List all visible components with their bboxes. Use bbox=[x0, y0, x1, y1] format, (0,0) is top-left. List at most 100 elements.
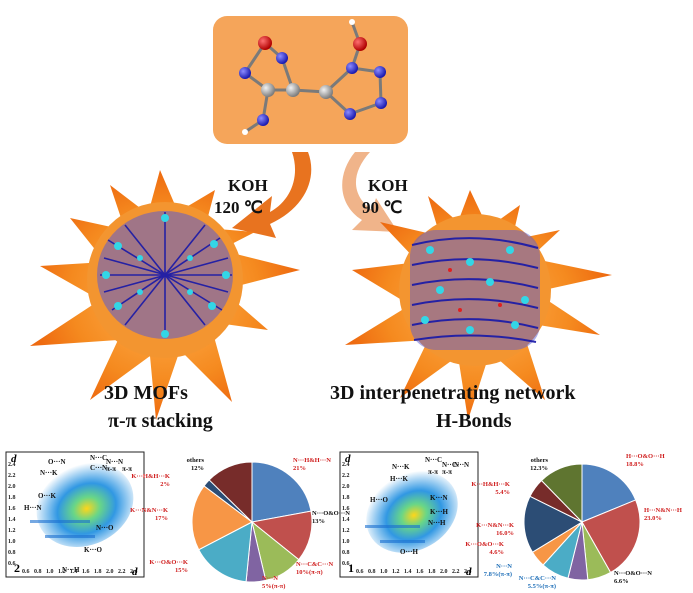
fingerprint-annotation: H···O bbox=[370, 496, 388, 504]
y-tick-label: 0.6 bbox=[8, 561, 16, 567]
x-tick-label: 0.8 bbox=[368, 569, 376, 575]
y-tick-label: 1.4 bbox=[342, 517, 350, 523]
left-fingerprint-y-axis-label: d bbox=[11, 453, 17, 465]
x-tick-label: 1.8 bbox=[428, 569, 436, 575]
pie-slice-value: 5.4% bbox=[495, 489, 510, 496]
x-tick-label: 1.2 bbox=[58, 569, 66, 575]
x-tick-label: 1.6 bbox=[416, 569, 424, 575]
x-tick-label: 1.0 bbox=[46, 569, 54, 575]
y-tick-label: 0.8 bbox=[342, 550, 350, 556]
x-tick-label: 2.0 bbox=[106, 569, 114, 575]
pie-slice-label: others bbox=[531, 457, 549, 464]
y-tick-label: 1.2 bbox=[8, 528, 16, 534]
y-tick-label: 1.8 bbox=[342, 495, 350, 501]
pie-slice bbox=[540, 463, 583, 524]
y-tick-label: 2.4 bbox=[342, 462, 350, 468]
y-tick-label: 0.8 bbox=[8, 550, 16, 556]
y-tick-label: 0.6 bbox=[342, 561, 350, 567]
pie-slice-label: N···H&H···N bbox=[293, 457, 331, 464]
mof-crystal bbox=[97, 211, 233, 339]
y-tick-label: 1.4 bbox=[8, 517, 16, 523]
right-pie-chart: H···O&O···H18.8%H···N&N···H23.0%N···O&O·… bbox=[465, 453, 682, 590]
pie-slice-value: 10%(π-π) bbox=[296, 569, 323, 576]
pie-slice-label: N···C&C···N bbox=[296, 561, 334, 568]
pie-slice-label: K···N&N···K bbox=[130, 507, 168, 514]
pie-slice-label: N···O&O···N bbox=[312, 510, 350, 517]
y-tick-label: 2.2 bbox=[342, 473, 350, 479]
pie-slice-label: others bbox=[187, 457, 205, 464]
fingerprint-annotation: H···K bbox=[390, 475, 408, 483]
left-fingerprint-x-axis-label: d bbox=[132, 566, 138, 578]
y-tick-label: 2.0 bbox=[8, 484, 16, 490]
fingerprint-annotation: N···K bbox=[392, 463, 410, 471]
pie-slice-value: 5%(π-π) bbox=[262, 583, 285, 590]
fingerprint-annotation: π-π bbox=[122, 465, 132, 473]
pie-slice-value: 2% bbox=[160, 481, 170, 488]
left-product-title: 3D MOFs bbox=[104, 382, 188, 404]
fingerprint-annotation: C···N bbox=[90, 464, 107, 472]
fingerprint-annotation: π-π bbox=[106, 465, 116, 473]
arrow-left-120C bbox=[232, 152, 312, 238]
pie-slice-value: 16.0% bbox=[496, 530, 514, 537]
left-arrow-temperature: 120 ℃ bbox=[214, 198, 263, 217]
x-tick-label: 0.8 bbox=[34, 569, 42, 575]
left-product-subtitle: π-π stacking bbox=[108, 410, 213, 432]
fingerprint-annotation: K···N bbox=[430, 494, 448, 502]
pie-slice-value: 21% bbox=[293, 465, 306, 472]
fingerprint-annotation: N···C bbox=[90, 454, 107, 462]
pie-slice-label: K···N&N···K bbox=[476, 522, 514, 529]
x-tick-label: 1.6 bbox=[82, 569, 90, 575]
fingerprint-annotation: N···O bbox=[96, 524, 114, 532]
pie-slice-value: 17% bbox=[155, 515, 168, 522]
pie-slice bbox=[523, 495, 584, 553]
y-tick-label: 2.0 bbox=[342, 484, 350, 490]
molecule-atoms bbox=[239, 19, 387, 135]
y-tick-label: 1.0 bbox=[8, 539, 16, 545]
pie-slice-value: 4.6% bbox=[489, 549, 504, 556]
right-product-subtitle: H-Bonds bbox=[436, 410, 512, 432]
y-tick-label: 2.4 bbox=[8, 462, 16, 468]
network-crystal bbox=[410, 230, 540, 350]
fingerprint-annotation: H···N bbox=[24, 504, 42, 512]
right-arrow-temperature: 90 ℃ bbox=[362, 198, 403, 217]
y-tick-label: 1.0 bbox=[342, 539, 350, 545]
molecule-panel bbox=[213, 16, 408, 144]
x-tick-label: 2.0 bbox=[440, 569, 448, 575]
fingerprint-annotation: N···C bbox=[425, 456, 442, 464]
right-fingerprint-panel-number: 1 bbox=[348, 561, 354, 575]
fingerprint-annotation: π-π bbox=[442, 468, 452, 476]
left-fingerprint-panel-number: 2 bbox=[14, 561, 20, 575]
pie-slice-label: K···H&H···K bbox=[131, 473, 170, 480]
y-tick-label: 1.6 bbox=[8, 506, 16, 512]
y-tick-label: 1.6 bbox=[342, 506, 350, 512]
y-tick-label: 2.2 bbox=[8, 473, 16, 479]
right-fingerprint-x-axis-label: d bbox=[466, 566, 472, 578]
fingerprint-annotation: π-π bbox=[428, 468, 438, 476]
y-tick-label: 1.2 bbox=[342, 528, 350, 534]
pie-slice-label: N···O&O···N bbox=[614, 570, 652, 577]
x-tick-label: 2.2 bbox=[118, 569, 126, 575]
pie-slice bbox=[198, 521, 253, 583]
x-tick-label: 1.4 bbox=[404, 569, 412, 575]
pie-slice-label: H···O&O···H bbox=[626, 453, 665, 460]
fingerprint-annotation: K···O bbox=[84, 546, 102, 554]
pie-slice-label: K···H&H···K bbox=[471, 481, 510, 488]
x-tick-label: 0.6 bbox=[22, 569, 30, 575]
fingerprint-annotation: C···N bbox=[452, 461, 469, 469]
fingerprint-annotation: N···H bbox=[62, 566, 80, 574]
pie-slice bbox=[208, 461, 253, 524]
x-tick-label: 0.6 bbox=[356, 569, 364, 575]
right-fingerprint-y-axis-label: d bbox=[345, 453, 351, 465]
arrow-right-90C bbox=[342, 152, 398, 232]
pie-slice bbox=[251, 461, 312, 523]
fingerprint-annotation: O···H bbox=[400, 548, 418, 556]
x-tick-label: 2.4 bbox=[130, 569, 138, 575]
fingerprint-annotation: K···H bbox=[430, 508, 448, 516]
left-arrow-reagent: KOH bbox=[228, 176, 268, 195]
right-explosion bbox=[345, 190, 612, 420]
x-tick-label: 2.2 bbox=[452, 569, 460, 575]
fingerprint-annotation: O···K bbox=[38, 492, 56, 500]
left-explosion bbox=[30, 170, 300, 420]
